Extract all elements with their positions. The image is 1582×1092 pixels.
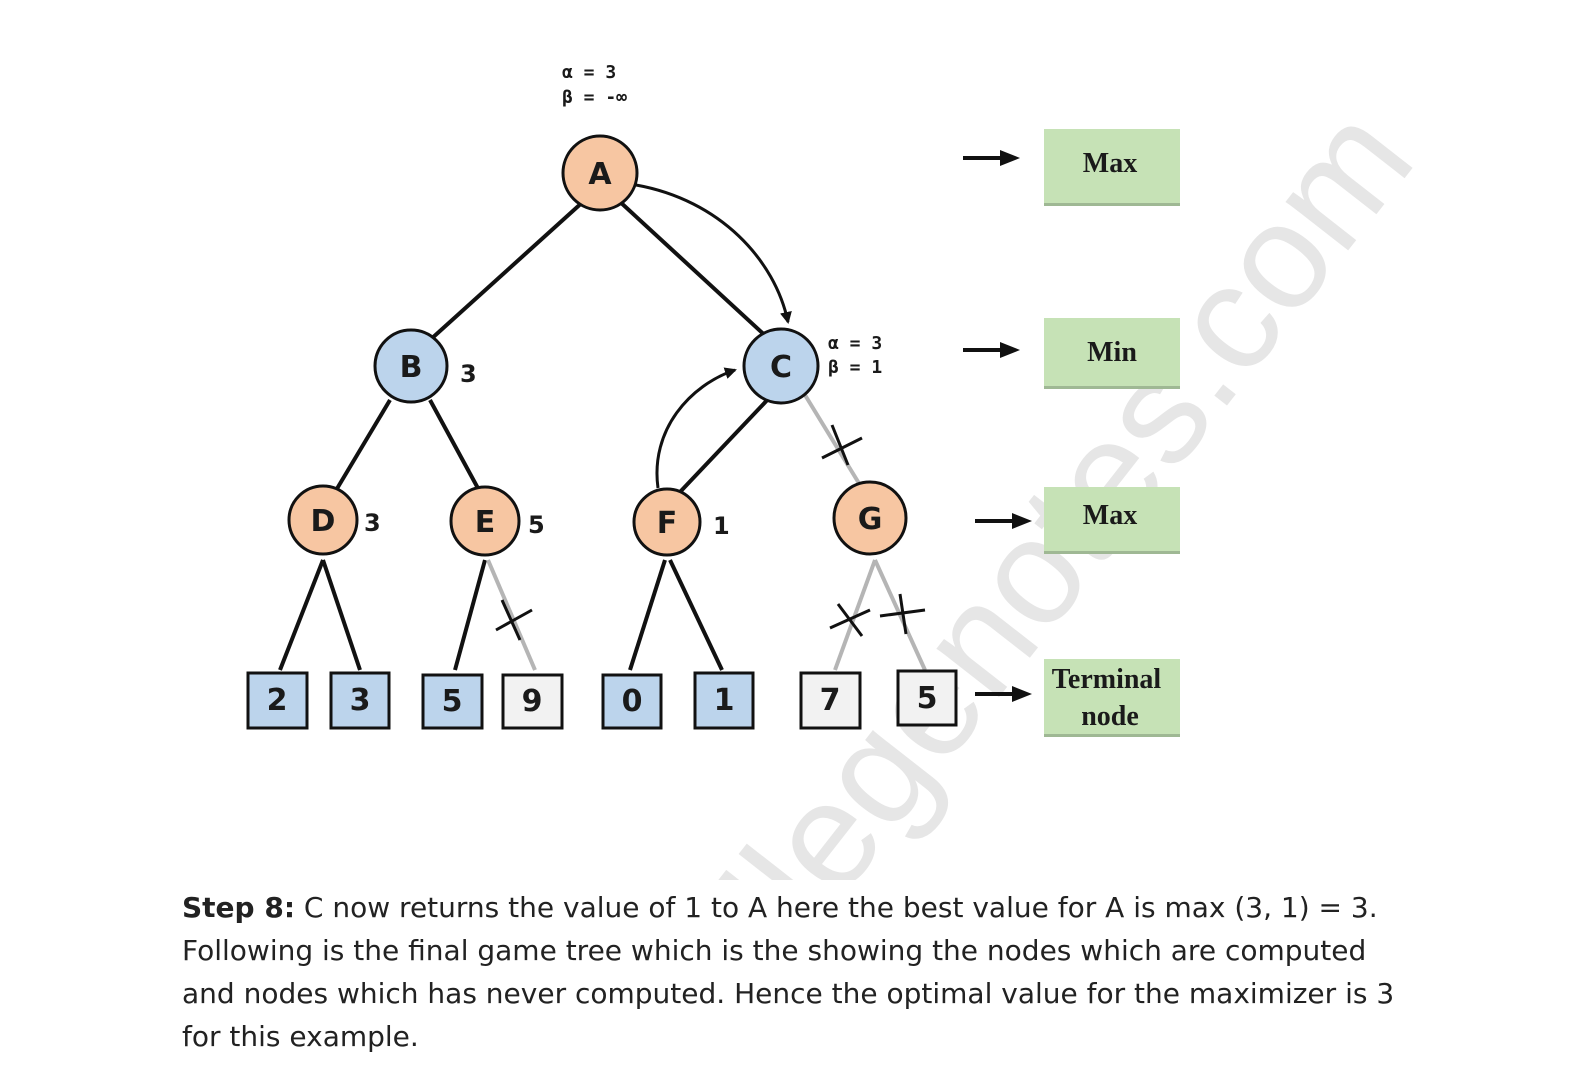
node-g-label: G [858,502,883,537]
node-a: A [561,134,639,212]
edge-f-0 [628,559,667,671]
leaf-value: 5 [917,681,938,716]
arrow-f-to-c [655,367,737,489]
step-caption: Step 8: C now returns the value of 1 to … [182,886,1412,1058]
level-label: Max [1083,500,1137,531]
leaf-value: 9 [522,684,543,719]
node-c: C [742,327,820,405]
node-g: G [832,480,908,556]
level-label: Min [1087,337,1137,368]
leaf-value: 7 [820,683,841,718]
level-arrows [963,150,1032,702]
game-tree-diagram: collegenotes.com α = 3 β = -∞ α = 3 β = … [246,62,1444,880]
edge-e-9 [486,559,537,671]
edge-g-7 [833,559,877,671]
level-label-terminal: Terminal node [1052,664,1168,732]
root-alpha: α = 3 [562,62,616,83]
node-f-label: F [657,506,678,541]
leaf-value: 5 [442,684,463,719]
leaf-value: 1 [714,683,735,718]
prune-mark-g-7 [829,603,871,637]
edge-a-c [616,198,772,342]
step-label: Step 8: [182,891,296,924]
leaf-value: 2 [267,683,288,718]
leaf-6: 7 [799,671,862,730]
leaf-3: 9 [501,673,564,730]
node-c-label: C [770,350,792,385]
leaf-1: 3 [329,671,391,730]
level-box-max-top: Max [1044,129,1180,206]
leaf-7: 5 [896,669,958,727]
node-e: E 5 [449,485,545,557]
level-box-terminal: Terminal node [1044,659,1180,737]
edge-b-e [428,399,482,493]
node-f: F 1 [632,487,730,557]
leaf-0: 2 [246,671,309,730]
node-f-value: 1 [713,512,730,540]
level-box-max-bottom: Max [1044,487,1180,554]
node-a-label: A [588,157,612,192]
tree-edges [278,198,774,671]
watermark: collegenotes.com [593,76,1444,880]
node-d: D 3 [287,484,381,556]
node-d-value: 3 [364,509,381,537]
edge-d-2 [278,559,325,671]
level-box-min: Min [1044,318,1180,389]
leaf-5: 1 [693,671,755,730]
edge-b-d [333,398,392,494]
leaf-value: 0 [622,684,643,719]
node-b-value: 3 [460,360,477,388]
node-d-label: D [311,504,336,539]
leaf-value: 3 [350,683,371,718]
edge-c-f [678,393,774,494]
node-b-label: B [400,350,423,385]
c-beta: β = 1 [828,357,882,378]
edge-f-1 [668,559,724,671]
leaf-2: 5 [421,673,484,730]
arrow-c-to-a [635,183,792,324]
prune-mark-e-9 [495,599,533,641]
level-label: Max [1083,148,1137,179]
node-e-label: E [475,505,496,540]
leaf-4: 0 [601,673,663,730]
edge-d-3 [321,559,362,671]
prune-mark-c-g [821,424,863,466]
node-b: B 3 [373,328,477,404]
prune-marks [495,424,926,641]
edge-e-5 [453,559,487,671]
step-text: C now returns the value of 1 to A here t… [182,891,1395,1053]
edge-c-g [803,393,862,487]
edge-a-b [428,198,587,342]
prune-mark-g-5 [879,593,926,635]
root-beta: β = -∞ [562,87,627,108]
node-e-value: 5 [528,511,545,539]
pruned-edges [486,393,927,671]
edge-g-5 [873,559,927,671]
c-alpha: α = 3 [828,333,882,354]
